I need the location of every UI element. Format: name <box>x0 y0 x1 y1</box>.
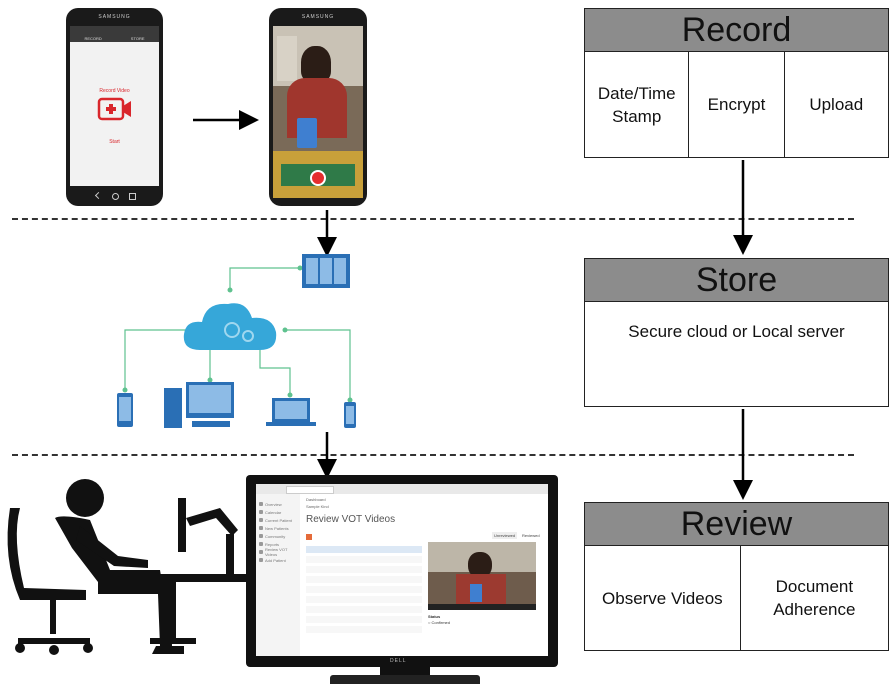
monitor-base <box>330 675 480 684</box>
upload-step: Upload <box>783 52 888 157</box>
observe-videos-step: Observe Videos <box>602 588 723 608</box>
subtitle: Sample Kind <box>306 504 329 509</box>
tablet-icon <box>344 402 356 428</box>
phone-brand-2: SAMSUNG <box>301 14 335 20</box>
status-label: Status <box>428 614 441 619</box>
tab-store[interactable]: STORE <box>130 36 145 41</box>
tab-record[interactable]: RECORD <box>84 36 102 41</box>
status-value[interactable]: ○ Confirmed <box>428 620 450 625</box>
sidebar-item[interactable]: Calendar <box>259 508 300 516</box>
table-row[interactable] <box>306 596 422 603</box>
reviewer-workstation-icon <box>7 479 250 655</box>
mobile-device-icon <box>117 393 133 427</box>
filter-icon[interactable] <box>306 534 312 540</box>
page-title: Review VOT Videos <box>306 514 396 525</box>
table-row[interactable] <box>306 546 422 553</box>
tab-unreviewed[interactable]: Unreviewed <box>492 532 518 539</box>
sidebar-item[interactable]: New Patients <box>259 524 300 532</box>
document-adherence-step: Document Adherence <box>739 546 888 650</box>
video-table <box>306 546 422 646</box>
person-figure <box>301 46 331 82</box>
phone-recording: SAMSUNG <box>269 8 367 206</box>
search-input[interactable] <box>286 486 334 494</box>
table-row[interactable] <box>306 566 422 573</box>
desktop-computer-icon <box>164 382 234 428</box>
cloud-icon <box>183 303 277 350</box>
date-time-stamp-step: Date/Time Stamp <box>597 83 676 126</box>
table-row[interactable] <box>306 606 422 613</box>
record-button[interactable] <box>310 170 326 186</box>
tab-reviewed[interactable]: Reviewed <box>522 533 540 538</box>
video-camera-icon[interactable] <box>97 96 133 122</box>
review-stage-title: Review <box>585 503 888 546</box>
monitor-brand: DELL <box>390 658 407 664</box>
recent-nav-icon[interactable] <box>129 193 136 200</box>
table-row[interactable] <box>306 616 422 623</box>
encrypt-step: Encrypt <box>688 52 783 157</box>
sidebar-item[interactable]: Reports <box>259 540 300 548</box>
phone-brand: SAMSUNG <box>98 14 131 20</box>
cloud-network-diagram <box>117 254 356 428</box>
review-stage: Review Observe Videos Document Adherence <box>584 502 889 651</box>
table-row[interactable] <box>306 556 422 563</box>
table-row[interactable] <box>306 626 422 633</box>
blue-cup <box>297 118 317 148</box>
start-label[interactable]: Start <box>109 139 120 145</box>
video-preview <box>273 26 363 198</box>
video-player[interactable] <box>428 542 536 610</box>
sidebar-item[interactable]: Community <box>259 532 300 540</box>
breadcrumb[interactable]: Dashboard <box>306 497 326 502</box>
divider-bottom <box>12 454 854 456</box>
sidebar-item-review[interactable]: Review VOT Videos <box>259 547 300 557</box>
phone-app: SAMSUNG RECORD STORE Record Video Start <box>66 8 163 206</box>
laptop-icon <box>266 398 316 426</box>
record-stage-title: Record <box>585 9 888 52</box>
home-nav-icon[interactable] <box>111 193 119 200</box>
store-description: Secure cloud or Local server <box>628 322 845 341</box>
sidebar-item[interactable]: Add Patient <box>259 556 300 564</box>
review-web-app: Overview Calendar Current Patient New Pa… <box>256 484 548 656</box>
monitor-stand <box>380 667 430 675</box>
store-stage: Store Secure cloud or Local server <box>584 258 889 407</box>
sidebar: Overview Calendar Current Patient New Pa… <box>256 494 300 656</box>
table-row[interactable] <box>306 586 422 593</box>
divider-top <box>12 218 854 220</box>
sidebar-item[interactable]: Overview <box>259 500 300 508</box>
store-stage-title: Store <box>585 259 888 302</box>
record-video-label: Record Video <box>99 88 130 94</box>
table-row[interactable] <box>306 576 422 583</box>
sidebar-item[interactable]: Current Patient <box>259 516 300 524</box>
back-nav-icon[interactable] <box>94 191 103 200</box>
record-stage: Record Date/Time Stamp Encrypt Upload <box>584 8 889 158</box>
server-icon <box>302 254 350 288</box>
